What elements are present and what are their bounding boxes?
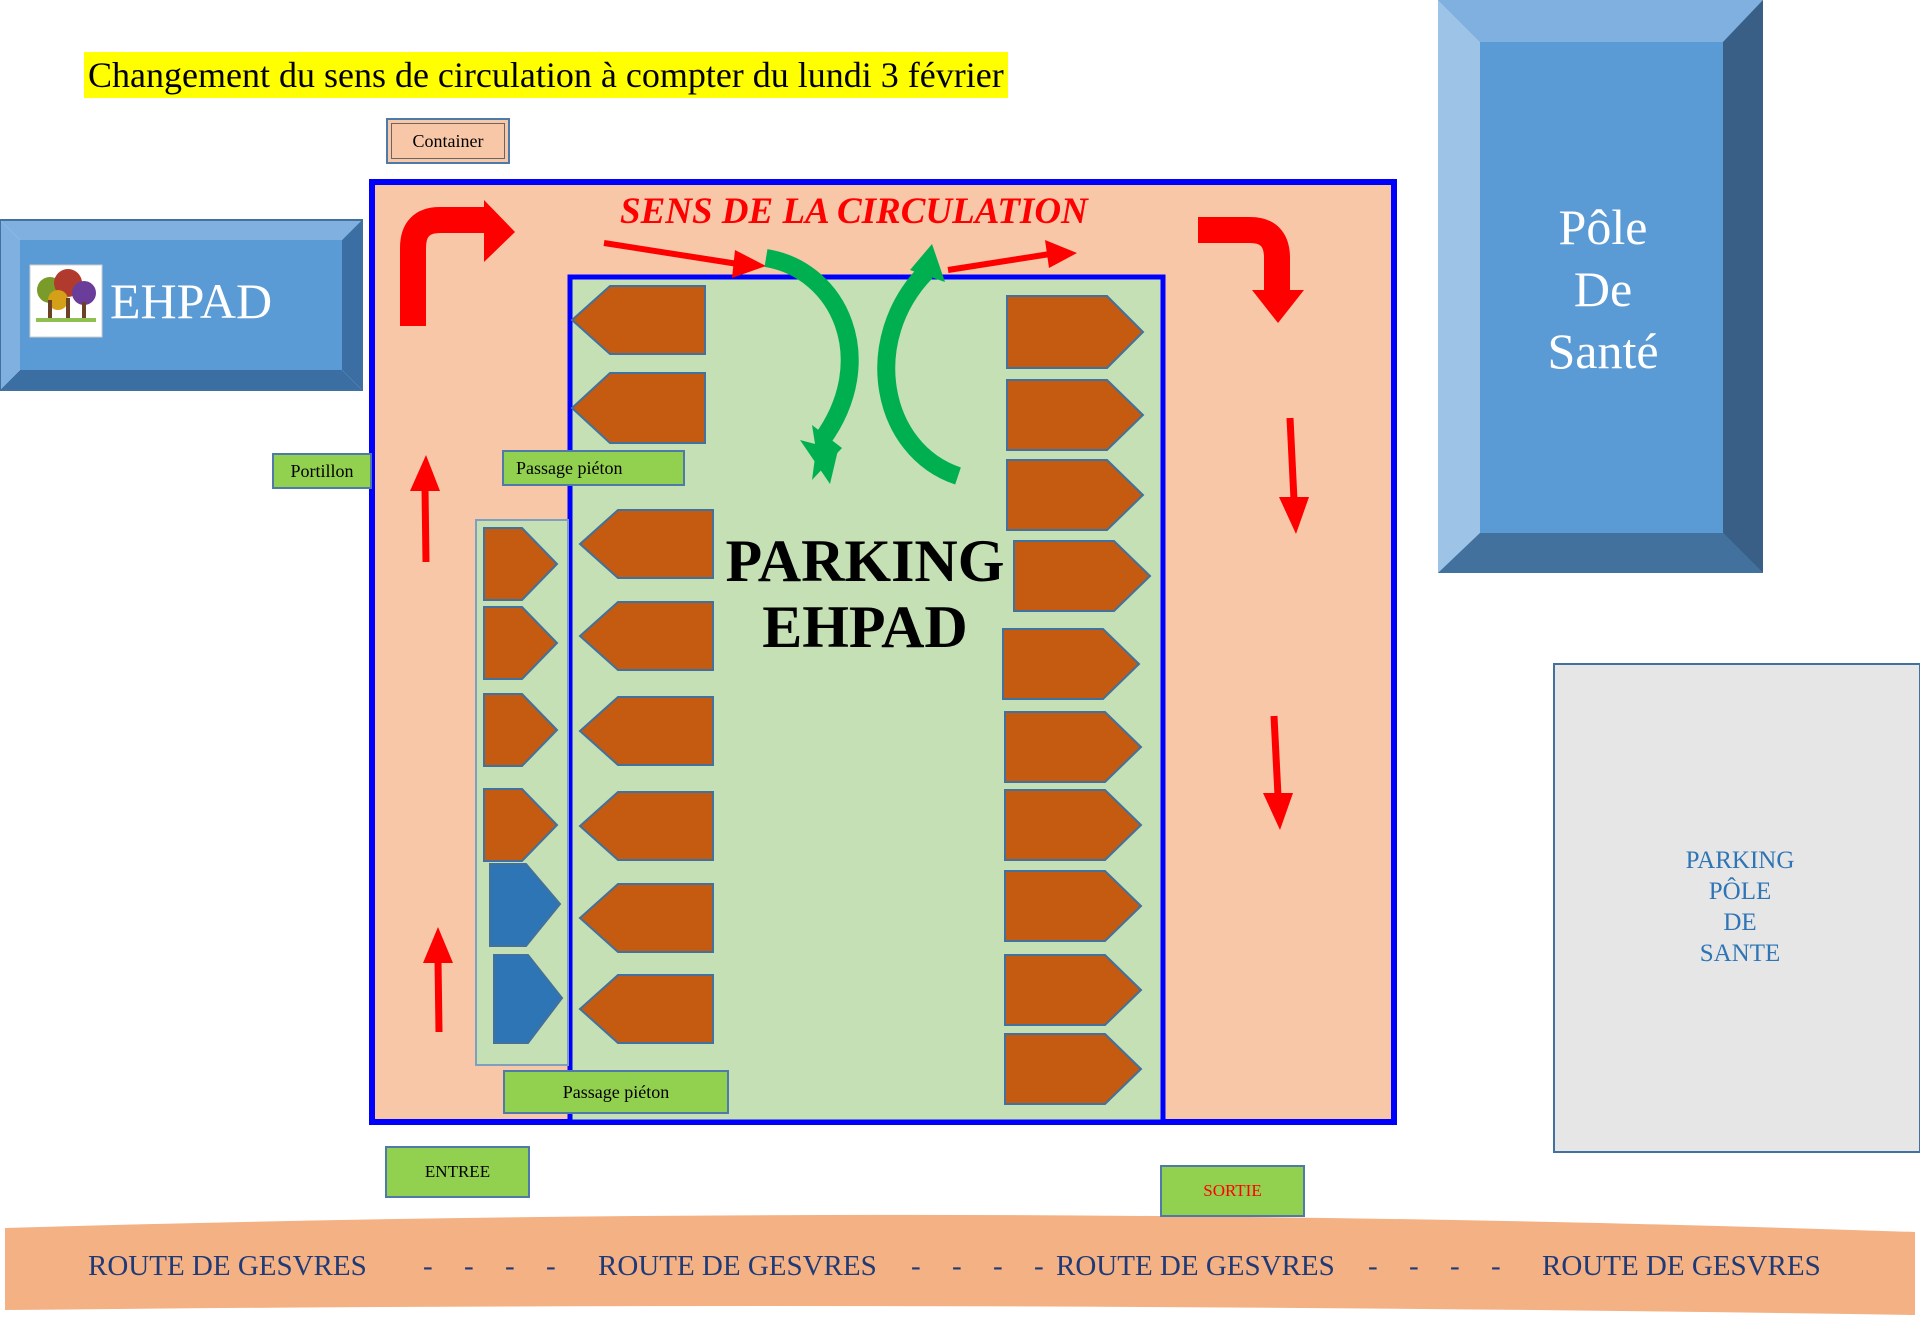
pole-sante-label: Pôle De Santé [1478,196,1728,382]
road-separator: - [1034,1250,1044,1282]
parking-pole-sante [1553,663,1920,1153]
disabled-parking-space [493,954,564,1044]
red-arrow-top-right [947,240,1077,273]
green-curved-arrow-up [877,244,962,485]
parking-pole-line: PÔLE [1708,878,1772,905]
parking-ehpad-label: PARKING EHPAD [700,528,1030,660]
road-separator: - [1409,1250,1419,1282]
parking-space [483,527,559,601]
portillon-label: Portillon [272,453,372,489]
parking-name-line: EHPAD [762,594,968,660]
red-turn-arrow-left [400,200,515,326]
passage-pieton-bottom-label: Passage piéton [503,1070,729,1114]
road-separator: - [1450,1250,1460,1282]
road-separator: - [505,1250,515,1282]
pole-sante-building [1438,0,1763,573]
parking-space [578,883,714,953]
parking-pole-line: PARKING [1685,847,1795,874]
parking-space [1013,540,1152,612]
road-separator: - [952,1250,962,1282]
parking-spaces-right-column [1002,295,1152,1105]
sortie-label: SORTIE [1160,1165,1305,1217]
pole-sante-line: Santé [1547,323,1659,379]
road-label: ROUTE DE GESVRES [1056,1250,1335,1282]
red-arrow-down-2 [1263,715,1293,830]
parking-space [578,974,714,1044]
page-title: Changement du sens de circulation à comp… [84,52,1008,98]
parking-space [578,509,714,579]
road-label: ROUTE DE GESVRES [598,1250,877,1282]
parking-space [578,791,714,861]
road-separator: - [423,1250,433,1282]
ehpad-label: EHPAD [110,273,273,329]
pole-sante-line: De [1573,261,1633,317]
parking-space [1002,628,1141,700]
red-arrow-top-left [603,240,766,278]
parking-space [570,285,706,355]
parking-space [483,606,559,680]
parking-space [1004,711,1143,783]
traffic-direction-label: SENS DE LA CIRCULATION [620,191,1088,232]
road-separator: - [1491,1250,1501,1282]
red-turn-arrow-right [1198,217,1304,323]
red-arrow-up-2 [423,927,453,1033]
side-parking-spaces [483,527,564,1044]
parking-space [1004,870,1143,942]
green-curved-arrow-down [764,249,859,484]
road-separator: - [911,1250,921,1282]
parking-space [1004,789,1143,861]
parking-space [1006,295,1145,369]
parking-pole-line: DE [1723,909,1757,936]
road-label: ROUTE DE GESVRES [88,1250,367,1282]
road-separator: - [993,1250,1003,1282]
parking-space [1006,379,1145,451]
parking-space [483,693,559,767]
road-separator: - [464,1250,474,1282]
red-arrow-down-1 [1279,417,1309,534]
road-labels: ROUTE DE GESVRES - - - - ROUTE DE GESVRE… [0,1240,1920,1300]
road-separator: - [1368,1250,1378,1282]
parking-space [1006,459,1145,531]
road [5,1214,1915,1315]
parking-space [570,372,706,444]
disabled-parking-space [489,863,562,947]
red-arrow-up-1 [410,455,440,563]
pole-sante-line: Pôle [1558,199,1648,255]
parking-pole-sante-label: PARKING PÔLE DE SANTE [1600,845,1880,969]
ehpad-logo-icon [29,264,103,338]
parking-space [483,788,559,862]
entree-label: ENTREE [385,1146,530,1198]
parking-spaces-left-column [570,285,714,1044]
passage-pieton-top-label: Passage piéton [502,450,685,486]
parking-space [1004,954,1143,1026]
container-label: Container [386,118,510,164]
parking-pole-line: SANTE [1699,940,1781,967]
parking-space [578,601,714,671]
road-separator: - [546,1250,556,1282]
parking-space [578,696,714,766]
parking-space [1004,1033,1143,1105]
road-label: ROUTE DE GESVRES [1542,1250,1821,1282]
parking-name-line: PARKING [725,528,1005,594]
